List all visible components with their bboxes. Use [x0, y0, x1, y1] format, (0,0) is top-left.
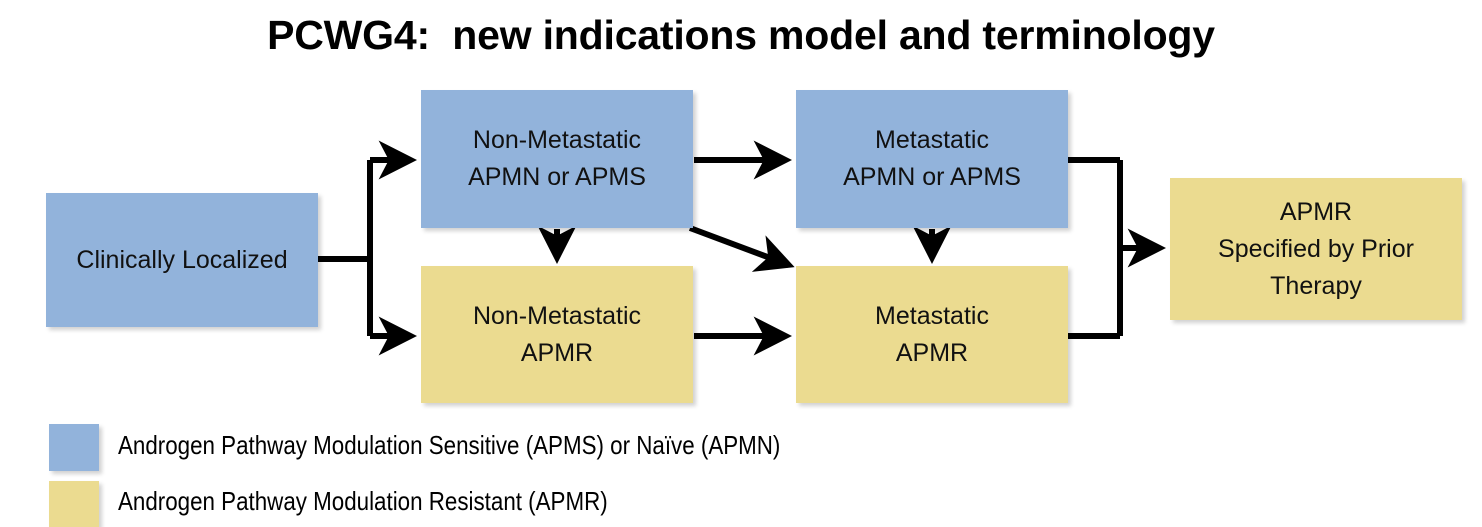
- node-metastatic-apmn-apms[interactable]: Metastatic APMN or APMS: [796, 90, 1068, 228]
- node-metastatic-apmr[interactable]: Metastatic APMR: [796, 266, 1068, 403]
- node-non-metastatic-apmn-apms[interactable]: Non-Metastatic APMN or APMS: [421, 90, 693, 228]
- legend-label-apmr: Androgen Pathway Modulation Resistant (A…: [118, 486, 608, 516]
- legend-swatch-apms-apmn: [49, 424, 99, 471]
- node-apmr-specified-by-prior-therapy[interactable]: APMR Specified by Prior Therapy: [1170, 178, 1462, 320]
- legend-swatch-apmr: [49, 481, 99, 527]
- legend-label-apms-apmn: Androgen Pathway Modulation Sensitive (A…: [118, 430, 781, 460]
- node-non-metastatic-apmr[interactable]: Non-Metastatic APMR: [421, 266, 693, 403]
- page-title: PCWG4: new indications model and termino…: [267, 12, 1215, 58]
- edge-nonmet-apmn-to-met-apmr: [688, 225, 795, 272]
- node-clinically-localized[interactable]: Clinically Localized: [46, 193, 318, 327]
